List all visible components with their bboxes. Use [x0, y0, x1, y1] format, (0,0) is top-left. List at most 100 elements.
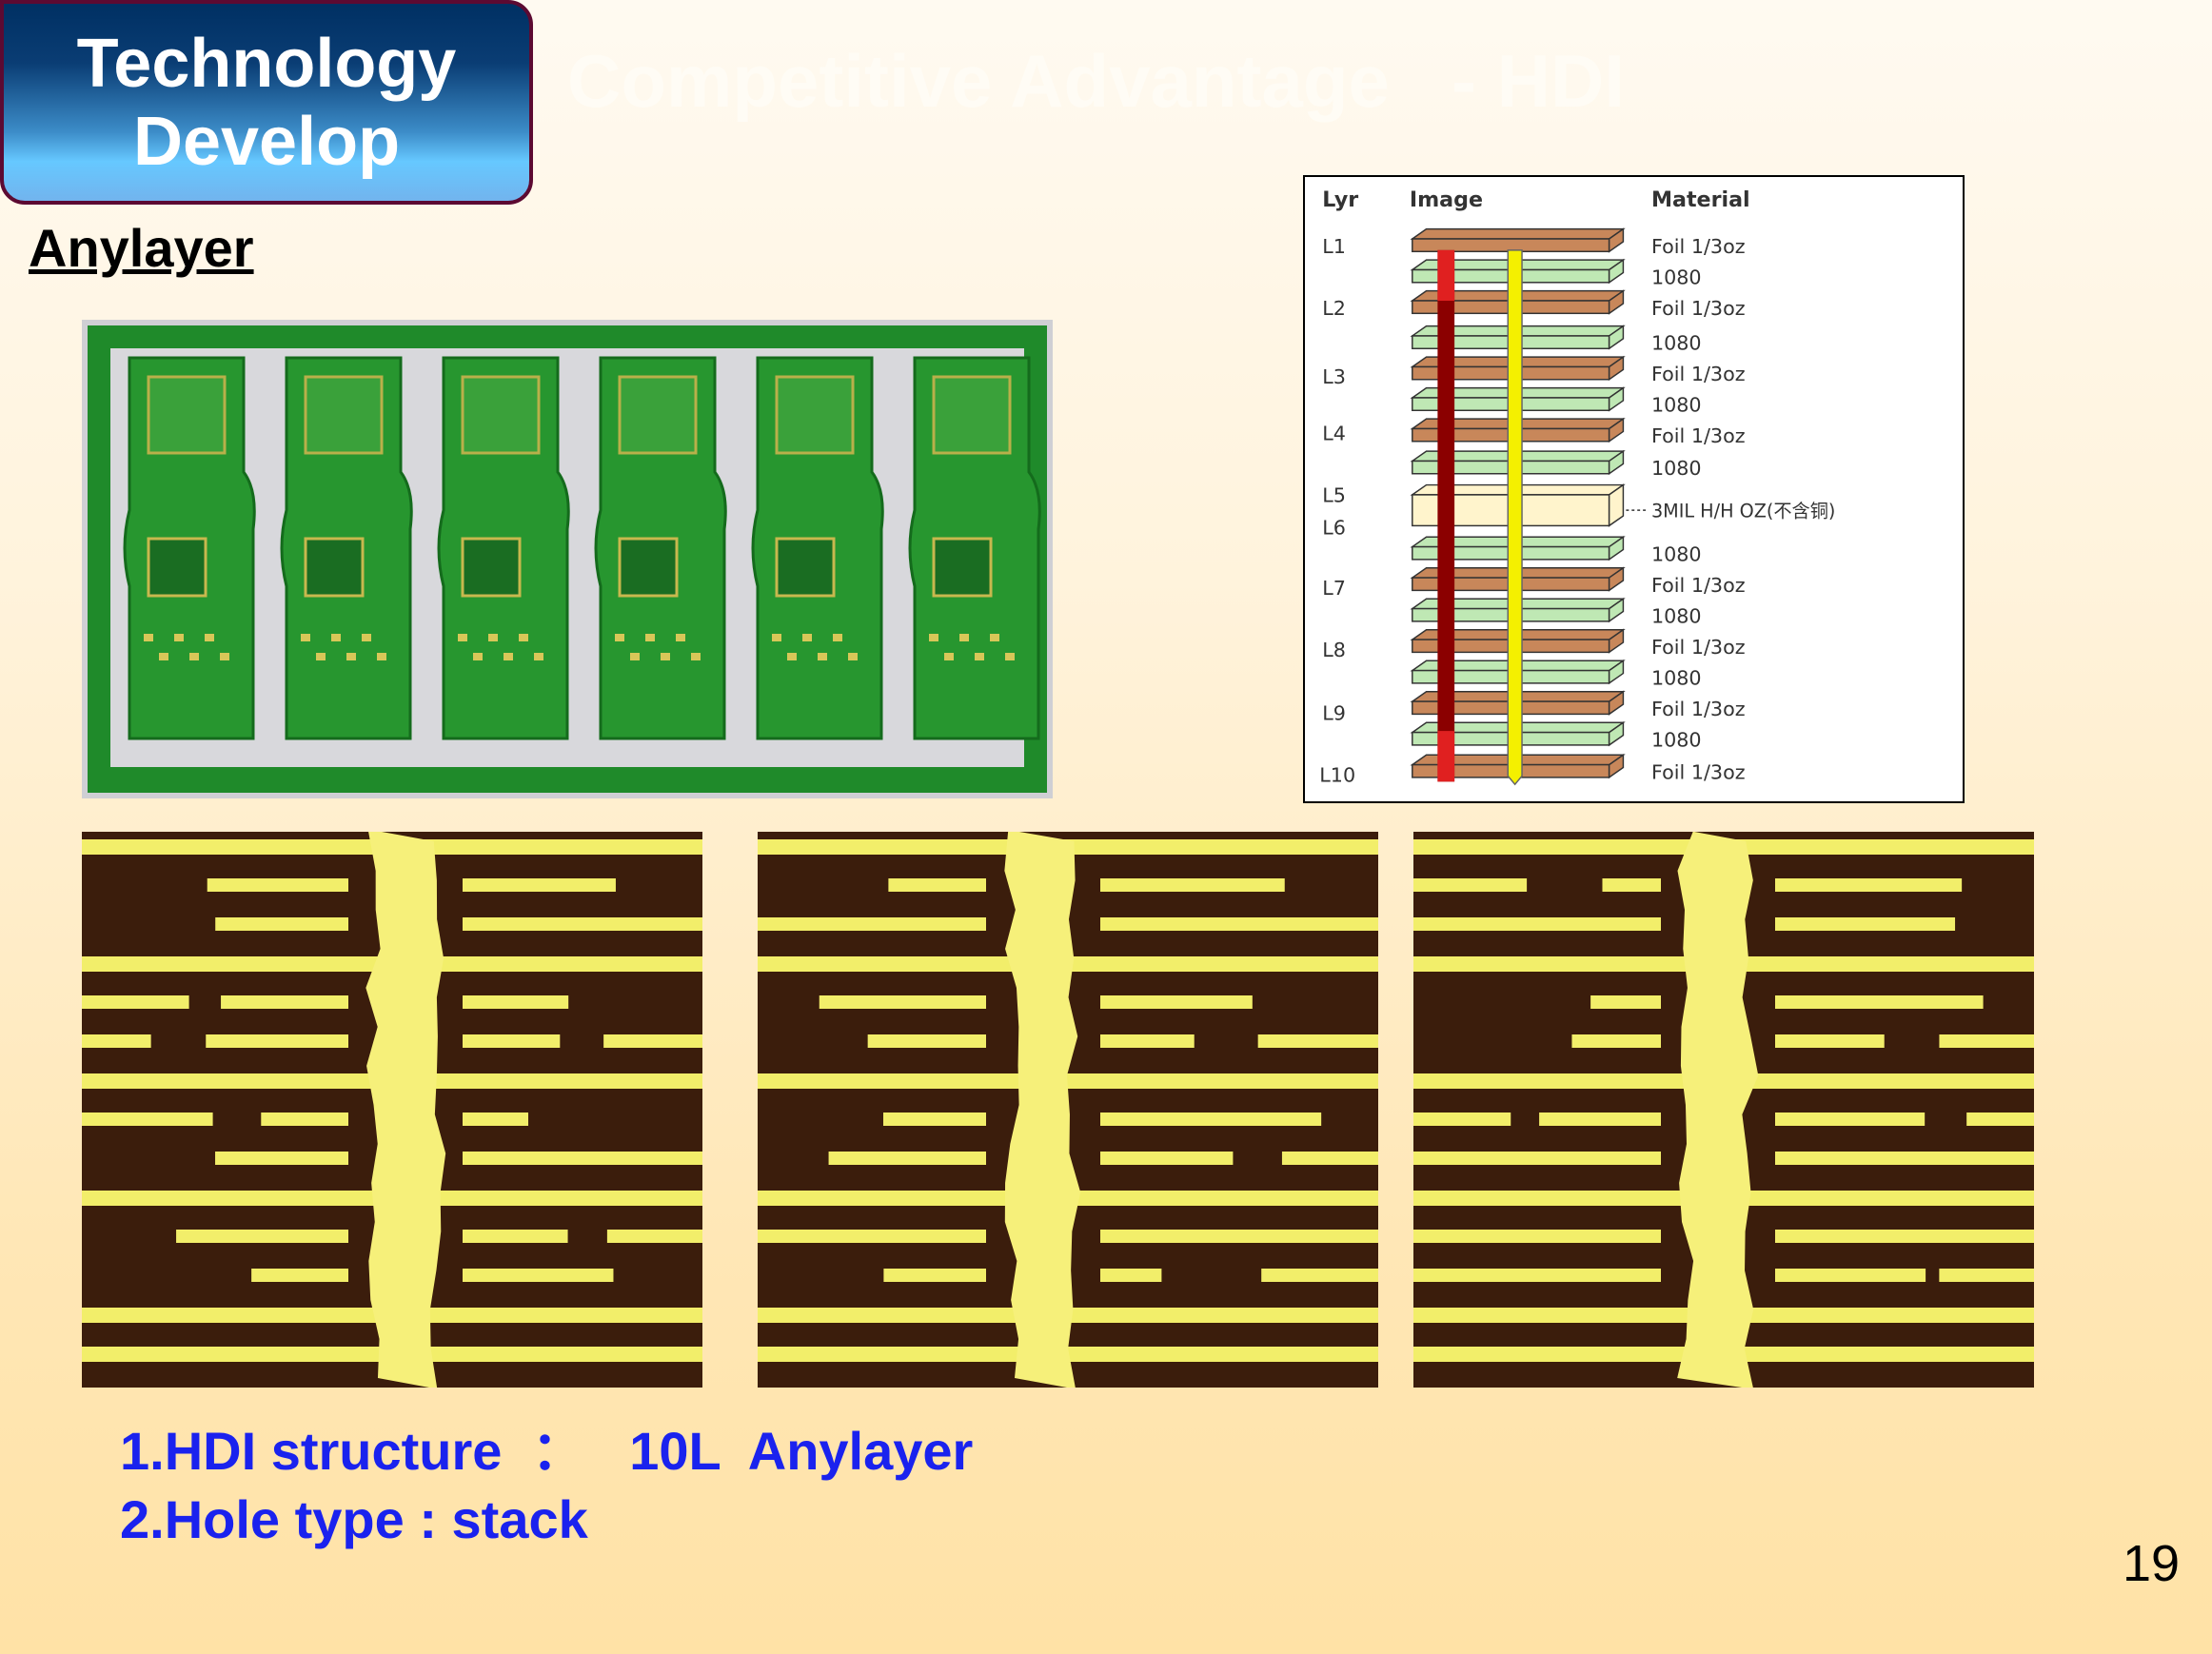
copper-trace [215, 1152, 348, 1165]
copper-trace [606, 1230, 702, 1243]
copper-trace [1413, 1152, 1540, 1165]
copper-trace [888, 878, 986, 892]
stackup-material-label: 1080 [1651, 542, 1702, 565]
copper-trace [882, 1113, 986, 1126]
stackup-layer-label: L10 [1319, 763, 1355, 786]
pcb-board [123, 356, 256, 740]
copper-trace [819, 995, 986, 1009]
copper-trace [82, 1034, 151, 1048]
copper-trace [221, 995, 348, 1009]
copper-trace [463, 1113, 529, 1126]
copper-trace [598, 1152, 702, 1165]
copper-trace [867, 1034, 986, 1048]
badge-line-1: Technology [76, 25, 457, 102]
copper-trace [463, 1269, 614, 1282]
copper-trace [1100, 1152, 1234, 1165]
page-number: 19 [2123, 1535, 2181, 1592]
stackup-layer-label: L6 [1322, 516, 1346, 539]
slide-title: Competitive Advantage - HDI [567, 39, 1625, 123]
stacked-via-column [1677, 832, 1759, 1388]
stackup-header-material: Material [1651, 187, 1750, 212]
copper-trace [1539, 1113, 1661, 1126]
note-hdi-structure: 1.HDI structure ： 10L Anylayer [120, 1421, 974, 1481]
stackup-layer-label: L4 [1322, 422, 1346, 444]
stackup-layer-label: L1 [1322, 235, 1346, 258]
copper-trace [463, 917, 607, 931]
stackup-material-label: 1080 [1651, 266, 1702, 288]
stacked-via [1437, 249, 1455, 782]
stackup-material-label: Foil 1/3oz [1651, 363, 1746, 385]
copper-trace [206, 1034, 348, 1048]
badge-line-2: Develop [132, 103, 401, 180]
stackup-material-label: Foil 1/3oz [1651, 636, 1746, 659]
stackup-material-label: Foil 1/3oz [1651, 574, 1746, 597]
stacked-via-column [1004, 832, 1081, 1388]
copper-trace [758, 1230, 825, 1243]
copper-trace [463, 878, 616, 892]
pcb-board [594, 356, 727, 740]
copper-trace [1775, 1269, 1926, 1282]
stackup-material-label: 1080 [1651, 728, 1702, 751]
copper-trace [1571, 1034, 1661, 1048]
copper-trace [883, 1269, 986, 1282]
copper-trace [1775, 917, 1956, 931]
note-hole-type: 2.Hole type : stack [120, 1489, 588, 1549]
copper-trace [1775, 878, 1963, 892]
copper-trace [176, 1230, 348, 1243]
pcb-board [908, 356, 1041, 740]
copper-trace [779, 1230, 986, 1243]
stackup-header-layer: Lyr [1322, 187, 1358, 212]
copper-trace [1100, 1113, 1322, 1126]
copper-trace [1775, 995, 1984, 1009]
copper-trace [1937, 1152, 2034, 1165]
stackup-material-label: Foil 1/3oz [1651, 235, 1746, 258]
copper-trace [1100, 1230, 1258, 1243]
section-subtitle: Anylayer [29, 218, 254, 278]
stackup-layer-label: L7 [1322, 577, 1346, 600]
copper-trace [1590, 995, 1661, 1009]
stackup-material-label: Foil 1/3oz [1651, 760, 1746, 783]
pcb-board [280, 356, 413, 740]
copper-trace [1602, 878, 1661, 892]
copper-trace [1413, 917, 1491, 931]
stackup-material-label: 1080 [1651, 604, 1702, 627]
copper-trace [1939, 1034, 2034, 1048]
copper-trace [1244, 1230, 1378, 1243]
stackup-sheet-foil [1410, 227, 1626, 253]
cross-section-image-1 [82, 832, 702, 1388]
copper-trace [463, 995, 569, 1009]
copper-trace [758, 917, 886, 931]
stackup-layer-label: L5 [1322, 483, 1346, 506]
copper-trace [594, 917, 702, 931]
copper-trace [251, 1269, 348, 1282]
copper-trace [1100, 1269, 1162, 1282]
stackup-material-label: 3MIL H/H OZ(不含铜) [1651, 501, 1835, 522]
copper-trace [1444, 917, 1661, 931]
stackup-layer-label: L2 [1322, 297, 1346, 320]
copper-trace [82, 995, 189, 1009]
through-hole [1507, 249, 1523, 786]
pcb-board [751, 356, 884, 740]
stackup-material-label: 1080 [1651, 394, 1702, 417]
copper-trace [1100, 878, 1285, 892]
copper-trace [1909, 1230, 2034, 1243]
copper-trace [1966, 1113, 2034, 1126]
copper-trace [1413, 1113, 1511, 1126]
copper-trace [82, 1113, 213, 1126]
copper-trace [1413, 1269, 1519, 1282]
stackup-material-label: 1080 [1651, 332, 1702, 355]
copper-trace [828, 1152, 986, 1165]
stackup-header-image: Image [1410, 187, 1483, 212]
copper-trace [1281, 1152, 1378, 1165]
copper-trace [1413, 1230, 1509, 1243]
section-badge: Technology Develop [0, 0, 533, 205]
copper-trace [463, 1034, 561, 1048]
via-top [1437, 249, 1455, 302]
copper-trace [1100, 1034, 1195, 1048]
stackup-sheet-foil [1410, 289, 1626, 315]
stackup-layer-label: L8 [1322, 639, 1346, 661]
copper-trace [1261, 1269, 1378, 1282]
cross-section-image-3 [1413, 832, 2034, 1388]
copper-trace [603, 1034, 702, 1048]
